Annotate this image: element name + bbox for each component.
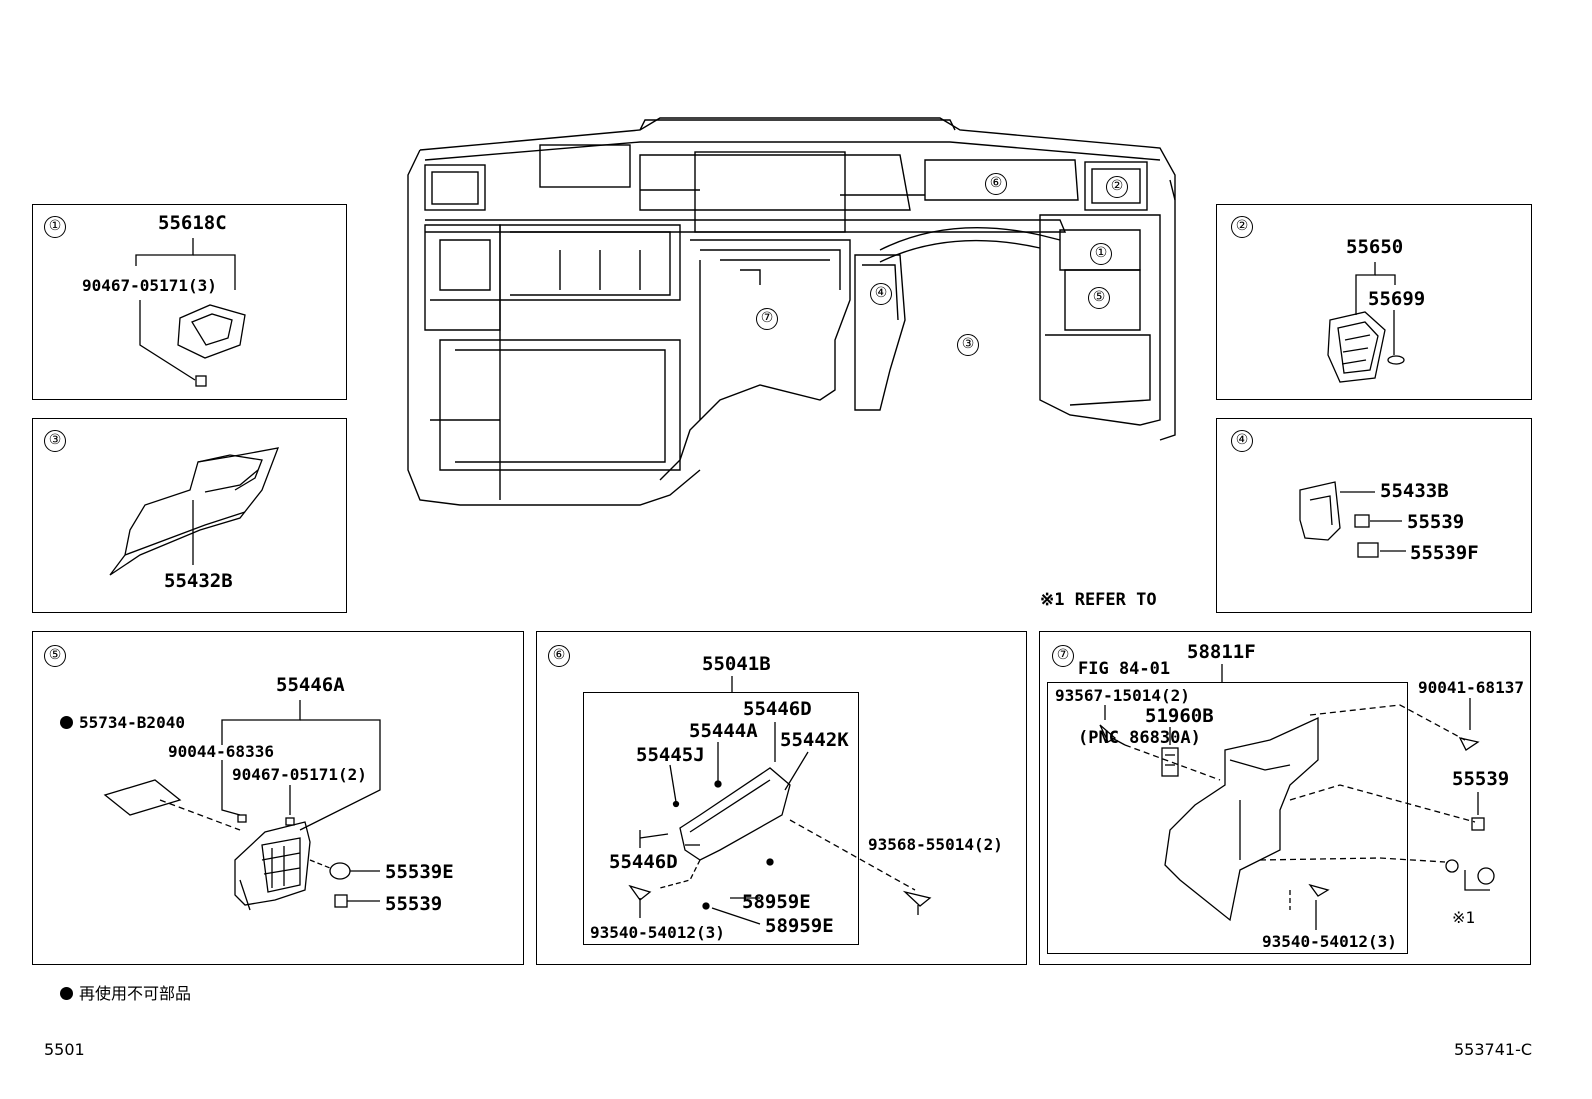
part-label: 55618C bbox=[158, 212, 227, 234]
reference-mark: ※1 bbox=[1452, 908, 1476, 927]
part-label: 93540-54012(3) bbox=[1262, 932, 1397, 951]
part-label: 55539 bbox=[1407, 511, 1465, 533]
part-label: 55650 bbox=[1346, 236, 1404, 258]
callout-5-main: ⑤ bbox=[1088, 287, 1110, 309]
callout-3-main: ③ bbox=[957, 334, 979, 356]
part-label: 93568-55014(2) bbox=[868, 835, 1003, 854]
page-code: 5501 bbox=[44, 1040, 85, 1059]
part-label: 55433B bbox=[1380, 480, 1449, 502]
part-label: 55444A bbox=[689, 720, 758, 742]
panel-2-number: ② bbox=[1231, 216, 1253, 238]
part-label: 90044-68336 bbox=[168, 742, 274, 761]
part-label: 58959E bbox=[742, 891, 811, 913]
panel-1-number: ① bbox=[44, 216, 66, 238]
part-label: 93567-15014(2) bbox=[1055, 686, 1190, 705]
panel-2 bbox=[1216, 204, 1532, 400]
part-label: 55446D bbox=[609, 851, 678, 873]
part-label: 51960B bbox=[1145, 705, 1214, 727]
panel-4 bbox=[1216, 418, 1532, 613]
part-label: 55539 bbox=[1452, 768, 1510, 790]
part-label: 90467-05171(2) bbox=[232, 765, 367, 784]
part-label: 58959E bbox=[765, 915, 834, 937]
callout-2-main: ② bbox=[1106, 176, 1128, 198]
callout-6-main: ⑥ bbox=[985, 173, 1007, 195]
panel-3-number: ③ bbox=[44, 430, 66, 452]
part-label: 55539F bbox=[1410, 542, 1479, 564]
panel-5-number: ⑤ bbox=[44, 645, 66, 667]
panel-4-number: ④ bbox=[1231, 430, 1253, 452]
panel-7-group-box bbox=[1047, 682, 1408, 954]
part-label: 55539 bbox=[385, 893, 443, 915]
panel-6 bbox=[536, 631, 1027, 965]
part-label: 55539E bbox=[385, 861, 454, 883]
part-label: 55442K bbox=[780, 729, 849, 751]
panel-6-number: ⑥ bbox=[548, 645, 570, 667]
non-reusable-part-number: 55734-B2040 bbox=[79, 713, 185, 732]
part-label: 55699 bbox=[1368, 288, 1426, 310]
legend-text: 再使用不可部品 bbox=[79, 984, 192, 1003]
part-label: 90041-68137 bbox=[1418, 678, 1524, 697]
refer-note-line-1: ※1 REFER TO bbox=[1040, 590, 1157, 610]
panel-5 bbox=[32, 631, 524, 965]
part-label: 58811F bbox=[1187, 641, 1256, 663]
non-reusable-dot-icon bbox=[60, 987, 73, 1000]
panel-1 bbox=[32, 204, 347, 400]
part-label: 93540-54012(3) bbox=[590, 923, 725, 942]
panel-6-group-box bbox=[583, 692, 859, 945]
panel-3 bbox=[32, 418, 347, 613]
callout-1-main: ① bbox=[1090, 243, 1112, 265]
part-label: 55432B bbox=[164, 570, 233, 592]
diagram-code: 553741-C bbox=[1454, 1040, 1533, 1059]
callout-7-main: ⑦ bbox=[756, 308, 778, 330]
panel-7 bbox=[1039, 631, 1531, 965]
part-label: 55446D bbox=[743, 698, 812, 720]
part-label: 55041B bbox=[702, 653, 771, 675]
refer-note-line-2: FIG 84-01 bbox=[1078, 659, 1171, 679]
part-label: 55445J bbox=[636, 744, 705, 766]
part-label: 55446A bbox=[276, 674, 345, 696]
callout-4-main: ④ bbox=[870, 283, 892, 305]
legend-non-reusable: 再使用不可部品 bbox=[60, 980, 191, 1004]
part-label-non-reusable: 55734-B2040 bbox=[60, 713, 185, 732]
panel-7-number: ⑦ bbox=[1052, 645, 1074, 667]
part-label: 90467-05171(3) bbox=[82, 276, 217, 295]
non-reusable-dot-icon bbox=[60, 716, 73, 729]
